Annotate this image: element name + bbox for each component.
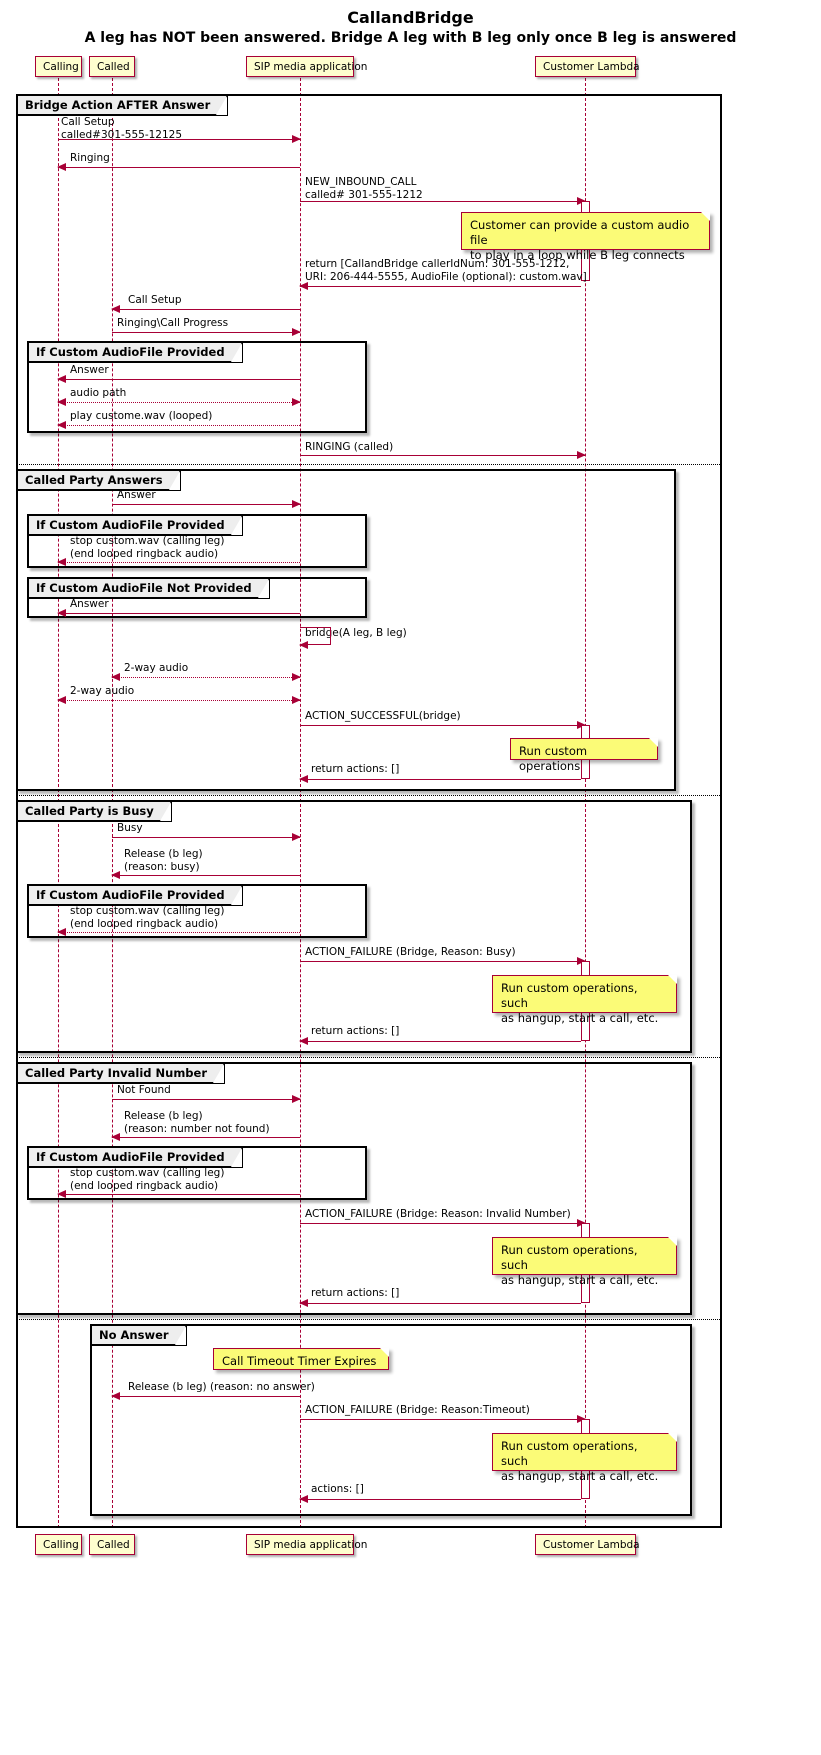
note-run-custom-operations-2: Run custom operations, such as hangup, s… bbox=[492, 975, 677, 1025]
participant-calling-top[interactable]: Calling bbox=[35, 56, 82, 77]
group-if-custom-audiofile-provided-1 bbox=[27, 341, 367, 433]
participant-called-top[interactable]: Called bbox=[89, 56, 135, 77]
note-fold-icon bbox=[380, 1348, 389, 1357]
message-label-action-failure-busy: ACTION_FAILURE (Bridge, Reason: Busy) bbox=[305, 946, 516, 958]
group-label-alt-4: If Custom AudioFile Provided bbox=[29, 886, 243, 906]
note-fold-icon bbox=[668, 1237, 677, 1246]
note-run-custom-operations-1: Run custom operations bbox=[510, 738, 658, 773]
lifeline-lambda bbox=[585, 78, 586, 1528]
divider-1 bbox=[16, 464, 722, 465]
group-label-called-party-busy: Called Party is Busy bbox=[18, 802, 172, 822]
note-call-timeout-timer-expires: Call Timeout Timer Expires bbox=[213, 1348, 389, 1370]
message-label-return-callandbridge: return [CallandBridge callerIdNum: 301-5… bbox=[305, 258, 587, 283]
lifeline-sip bbox=[300, 78, 301, 1528]
message-label-ringing-called: RINGING (called) bbox=[305, 441, 394, 453]
group-if-custom-audiofile-not-provided bbox=[27, 577, 367, 618]
group-called-party-invalid-number bbox=[16, 1062, 692, 1315]
diagram-subtitle: A leg has NOT been answered. Bridge A le… bbox=[84, 30, 737, 46]
message-label-2way-audio-1: 2-way audio bbox=[124, 662, 189, 674]
participant-called-bottom[interactable]: Called bbox=[89, 1534, 135, 1555]
group-called-party-is-busy bbox=[16, 800, 692, 1053]
divider-4 bbox=[16, 1319, 722, 1320]
group-no-answer bbox=[90, 1324, 692, 1516]
message-label-return-actions-2: return actions: [] bbox=[311, 1025, 400, 1037]
message-label-play-custom-wav: play custome.wav (looped) bbox=[70, 410, 213, 422]
message-label-action-successful: ACTION_SUCCESSFUL(bridge) bbox=[305, 710, 461, 722]
message-label-stop-custom-wav-2: stop custom.wav (calling leg) (end loope… bbox=[70, 905, 225, 930]
message-bridge-self bbox=[300, 627, 331, 645]
group-label-called-party-invalid: Called Party Invalid Number bbox=[18, 1064, 226, 1084]
message-label-stop-custom-wav-1: stop custom.wav (calling leg) (end loope… bbox=[70, 535, 225, 560]
message-label-stop-custom-wav-3: stop custom.wav (calling leg) (end loope… bbox=[70, 1167, 225, 1192]
message-label-bridge-self: bridge(A leg, B leg) bbox=[305, 627, 407, 639]
note-fold-icon bbox=[668, 1433, 677, 1442]
note-fold-icon bbox=[649, 738, 658, 747]
group-label-alt-5: If Custom AudioFile Provided bbox=[29, 1148, 243, 1168]
message-label-answer-1: Answer bbox=[70, 364, 109, 376]
note-run-custom-operations-3: Run custom operations, such as hangup, s… bbox=[492, 1237, 677, 1287]
group-if-custom-audiofile-provided-4 bbox=[27, 1146, 367, 1200]
note-fold-icon bbox=[701, 212, 710, 221]
message-label-ringing-call-progress: Ringing\Call Progress bbox=[117, 317, 229, 329]
message-label-return-actions-3: return actions: [] bbox=[311, 1287, 400, 1299]
message-label-return-actions-1: return actions: [] bbox=[311, 763, 400, 775]
note-custom-audio-file: Customer can provide a custom audio file… bbox=[461, 212, 710, 262]
participant-sip-top[interactable]: SIP media application bbox=[246, 56, 367, 77]
group-if-custom-audiofile-provided-2 bbox=[27, 514, 367, 568]
group-called-party-answers bbox=[16, 469, 676, 791]
participant-lambda-top[interactable]: Customer Lambda bbox=[535, 56, 640, 77]
message-label-action-failure-invalid: ACTION_FAILURE (Bridge: Reason: Invalid … bbox=[305, 1208, 571, 1220]
message-label-release-no-answer: Release (b leg) (reason: no answer) bbox=[128, 1381, 315, 1393]
message-label-call-setup-b: Call Setup bbox=[128, 294, 182, 306]
diagram-title: CallandBridge bbox=[347, 8, 474, 27]
note-fold-icon bbox=[668, 975, 677, 984]
group-label-bridge-action: Bridge Action AFTER Answer bbox=[18, 96, 229, 116]
participant-calling-bottom[interactable]: Calling bbox=[35, 1534, 82, 1555]
message-label-busy: Busy bbox=[117, 822, 143, 834]
participant-sip-bottom[interactable]: SIP media application bbox=[246, 1534, 367, 1555]
group-label-no-answer: No Answer bbox=[92, 1326, 187, 1346]
message-label-actions: actions: [] bbox=[311, 1483, 364, 1495]
divider-2 bbox=[16, 795, 722, 796]
group-if-custom-audiofile-provided-3 bbox=[27, 884, 367, 938]
group-label-alt-3: If Custom AudioFile Not Provided bbox=[29, 579, 270, 599]
message-label-audio-path: audio path bbox=[70, 387, 127, 399]
message-label-release-busy: Release (b leg) (reason: busy) bbox=[124, 848, 203, 873]
message-label-new-inbound-call: NEW_INBOUND_CALL called# 301-555-1212 bbox=[305, 176, 423, 201]
message-label-2way-audio-2: 2-way audio bbox=[70, 685, 135, 697]
group-label-alt-1: If Custom AudioFile Provided bbox=[29, 343, 243, 363]
message-label-answer-2: Answer bbox=[117, 489, 156, 501]
divider-3 bbox=[16, 1057, 722, 1058]
participant-lambda-bottom[interactable]: Customer Lambda bbox=[535, 1534, 640, 1555]
message-label-call-setup: Call Setup called#301-555-12125 bbox=[61, 116, 183, 141]
message-label-release-not-found: Release (b leg) (reason: number not foun… bbox=[124, 1110, 270, 1135]
message-label-ringing: Ringing bbox=[70, 152, 110, 164]
message-label-action-failure-timeout: ACTION_FAILURE (Bridge: Reason:Timeout) bbox=[305, 1404, 530, 1416]
message-label-not-found: Not Found bbox=[117, 1084, 171, 1096]
note-run-custom-operations-4: Run custom operations, such as hangup, s… bbox=[492, 1433, 677, 1483]
group-label-alt-2: If Custom AudioFile Provided bbox=[29, 516, 243, 536]
message-label-answer-3: Answer bbox=[70, 598, 109, 610]
group-label-called-party-answers: Called Party Answers bbox=[18, 471, 181, 491]
